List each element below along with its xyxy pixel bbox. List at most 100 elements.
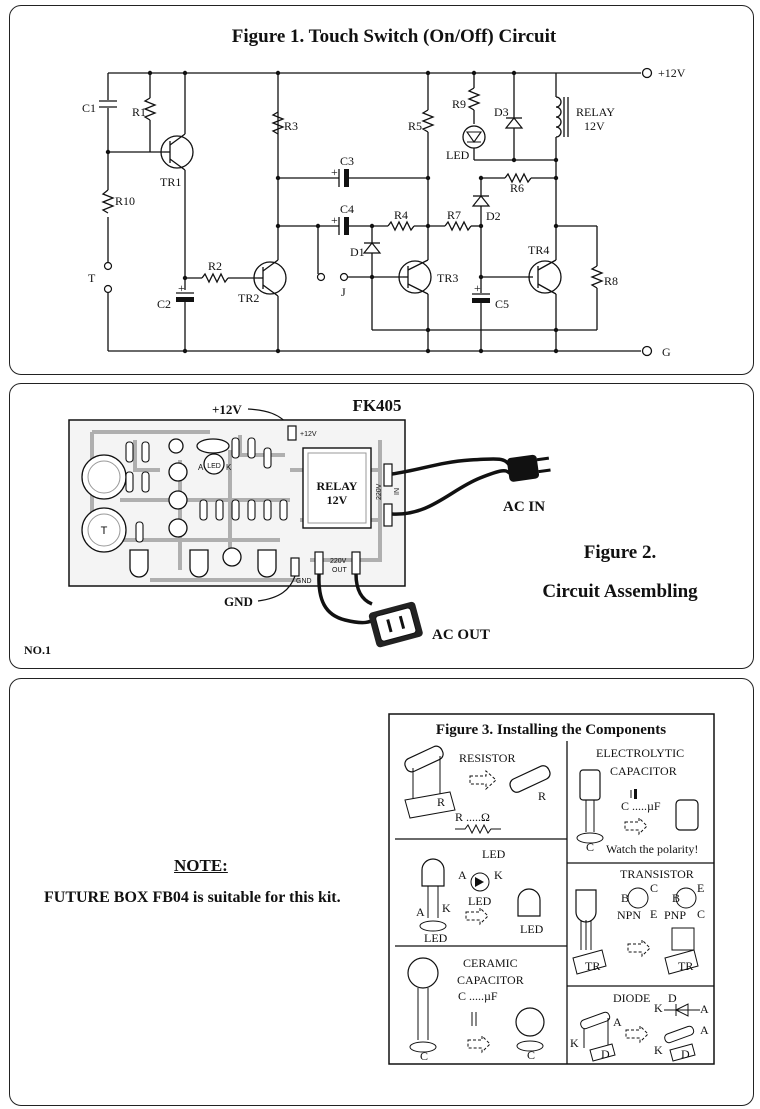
tr4-label: TR4 bbox=[528, 243, 549, 257]
r9-label: R9 bbox=[452, 97, 466, 111]
j-label: J bbox=[341, 285, 346, 299]
tr3-transistor bbox=[398, 260, 432, 294]
svg-text:LED: LED bbox=[207, 463, 221, 470]
resistor-guide: RESISTOR R R R .....Ω bbox=[404, 745, 551, 835]
figure3-title: Figure 3. Installing the Components bbox=[436, 722, 666, 738]
led-name: LED bbox=[482, 847, 506, 861]
led-guide: LED A K LED A K LED LED bbox=[416, 847, 544, 945]
svg-text:C: C bbox=[527, 1048, 535, 1062]
gnd-label: GND bbox=[224, 594, 253, 609]
svg-text:LED: LED bbox=[424, 931, 448, 945]
c1-label: C1 bbox=[82, 101, 96, 115]
pcb-relay-v: 12V bbox=[327, 493, 348, 507]
tr1-label: TR1 bbox=[160, 175, 181, 189]
ac-in-cord bbox=[391, 469, 513, 516]
capacitor bbox=[168, 438, 184, 454]
c2-label: C2 bbox=[157, 297, 171, 311]
figure3-box bbox=[388, 713, 715, 1065]
relay-v-label: 12V bbox=[584, 119, 605, 133]
ceramic-name-1: CERAMIC bbox=[463, 956, 518, 970]
svg-text:A: A bbox=[700, 1002, 709, 1016]
r6-label: R6 bbox=[510, 181, 524, 195]
pcb-transistor bbox=[129, 549, 149, 578]
svg-text:LED: LED bbox=[520, 922, 544, 936]
relay-label: RELAY bbox=[576, 105, 615, 119]
svg-text:A: A bbox=[613, 1015, 622, 1029]
ac-out-cord bbox=[354, 573, 373, 606]
assembly-diagram: FK405 +12V T LED A K bbox=[24, 396, 698, 657]
ceramic-value: C .....µF bbox=[458, 989, 498, 1003]
tr4-transistor bbox=[528, 260, 562, 294]
svg-text:C: C bbox=[586, 840, 594, 854]
svg-text:B: B bbox=[621, 891, 629, 905]
t-label: T bbox=[88, 271, 96, 285]
svg-text:220V: 220V bbox=[330, 558, 347, 565]
schematic-diagram: Figure 1. Touch Switch (On/Off) Circuit … bbox=[82, 26, 686, 359]
figure1-title: Figure 1. Touch Switch (On/Off) Circuit bbox=[232, 26, 557, 47]
electrolytic-value: C .....µF bbox=[621, 799, 661, 813]
ac-out-socket bbox=[368, 601, 423, 648]
ac-out-label: AC OUT bbox=[432, 627, 490, 643]
pcb-transistor bbox=[189, 549, 209, 578]
svg-text:K: K bbox=[494, 868, 503, 882]
tr2-label: TR2 bbox=[238, 291, 259, 305]
r5-label: R5 bbox=[408, 119, 422, 133]
c4-label: C4 bbox=[340, 202, 354, 216]
ac-in-label: AC IN bbox=[503, 499, 545, 515]
tr1-transistor bbox=[160, 135, 194, 169]
r1-label: R1 bbox=[132, 105, 146, 119]
svg-text:A: A bbox=[198, 463, 204, 472]
relay-coil bbox=[555, 96, 562, 138]
pcb-relay-label: RELAY bbox=[317, 479, 358, 493]
svg-text:+: + bbox=[178, 281, 185, 295]
rail-ground-label: G bbox=[662, 345, 671, 359]
pcb-led bbox=[203, 453, 225, 475]
svg-text:+: + bbox=[331, 213, 338, 227]
plus12v-label: +12V bbox=[212, 402, 242, 417]
svg-text:TR: TR bbox=[678, 959, 693, 973]
page-number: NO.1 bbox=[24, 643, 51, 657]
capacitor bbox=[168, 462, 188, 482]
r2-label: R2 bbox=[208, 259, 222, 273]
figure2-title-2: Circuit Assembling bbox=[542, 581, 698, 602]
svg-text:GND: GND bbox=[296, 578, 312, 585]
pcb-relay bbox=[302, 447, 372, 529]
capacitor bbox=[168, 518, 188, 538]
polarity-note: Watch the polarity! bbox=[606, 842, 698, 856]
svg-text:R: R bbox=[437, 795, 445, 809]
transistor-name: TRANSISTOR bbox=[620, 867, 694, 881]
electrolytic-name-2: CAPACITOR bbox=[610, 764, 677, 778]
led-label: LED bbox=[446, 148, 470, 162]
ceramic-name-2: CAPACITOR bbox=[457, 973, 524, 987]
ground-terminal bbox=[641, 345, 653, 357]
svg-text:IN: IN bbox=[394, 488, 401, 495]
pcb-transistor bbox=[257, 549, 277, 578]
svg-text:TR: TR bbox=[585, 959, 600, 973]
svg-text:K: K bbox=[442, 901, 451, 915]
svg-text:C: C bbox=[697, 907, 705, 921]
r7-label: R7 bbox=[447, 208, 461, 222]
led-sub: LED bbox=[468, 894, 492, 908]
svg-text:+: + bbox=[474, 281, 481, 295]
figure2-title-1: Figure 2. bbox=[584, 542, 656, 563]
ac-plug bbox=[507, 454, 551, 482]
r3-label: R3 bbox=[284, 119, 298, 133]
d2-label: D2 bbox=[486, 209, 501, 223]
svg-text:C: C bbox=[420, 1049, 428, 1063]
ceramic-guide: CERAMIC CAPACITOR C C .....µF C bbox=[407, 956, 545, 1063]
board-name: FK405 bbox=[352, 396, 401, 415]
svg-text:D: D bbox=[668, 991, 677, 1005]
svg-text:+: + bbox=[331, 165, 338, 179]
d3-label: D3 bbox=[494, 105, 509, 119]
svg-text:E: E bbox=[697, 881, 704, 895]
diode-guide: DIODE K A D K D A K A D bbox=[570, 991, 709, 1062]
ac-in-terminal bbox=[383, 463, 393, 487]
ceramic-capacitor bbox=[196, 438, 230, 454]
svg-text:A: A bbox=[700, 1023, 709, 1037]
r10-resistor bbox=[101, 189, 115, 214]
ac-in-cord bbox=[391, 457, 512, 476]
electrolytic-name-1: ELECTROLYTIC bbox=[596, 746, 684, 760]
electrolytic-guide: ELECTROLYTIC CAPACITOR C C .....µF Watch… bbox=[576, 746, 699, 856]
svg-text:A: A bbox=[458, 868, 467, 882]
transistor-guide: TRANSISTOR TR B C E NPN B E C PNP TR bbox=[572, 867, 705, 975]
